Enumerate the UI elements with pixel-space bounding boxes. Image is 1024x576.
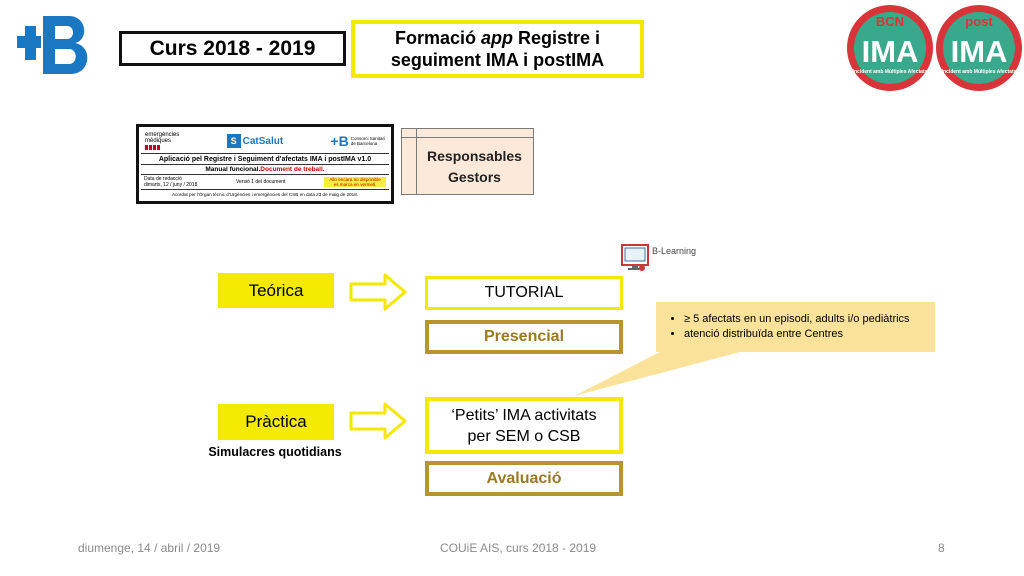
svg-text:IMA: IMA xyxy=(951,34,1008,69)
practica-label: Pràctica xyxy=(218,404,334,440)
responsables-label: Responsables xyxy=(427,148,522,164)
petits-ima-line1: ‘Petits’ IMA activitats xyxy=(451,406,597,424)
svg-text:IMA: IMA xyxy=(862,34,919,69)
manual-logos-row: emergències mèdiques S CatSalut +B Conso… xyxy=(141,129,389,154)
callout-box xyxy=(656,302,935,352)
petits-ima-line2: per SEM o CSB xyxy=(467,427,581,445)
footer-page-number: 8 xyxy=(938,541,945,555)
gestors-label: Gestors xyxy=(448,169,501,185)
manual-note: Allo encara no disponible es marca en ve… xyxy=(323,177,386,187)
manual-document-thumbnail: emergències mèdiques S CatSalut +B Conso… xyxy=(136,124,394,204)
manual-meta-row: Data de redacció dimarts, 12 / juny / 20… xyxy=(141,175,389,190)
callout-text: ≥ 5 afectats en un episodi, adults i/o p… xyxy=(656,302,935,352)
callout-item: ≥ 5 afectats en un episodi, adults i/o p… xyxy=(684,312,927,327)
responsables-box: Responsables Gestors xyxy=(401,128,534,195)
training-title-line2: seguiment IMA i postIMA xyxy=(390,50,605,70)
petits-ima-box: ‘Petits’ IMA activitats per SEM o CSB xyxy=(425,397,623,454)
emergencies-mediques-logo: emergències mèdiques xyxy=(145,132,179,150)
callout-item: atenció distribuïda entre Centres xyxy=(684,327,927,342)
svg-text:post: post xyxy=(965,14,993,29)
footer-course: COUiE AIS, curs 2018 - 2019 xyxy=(440,541,597,555)
presencial-box: Presencial xyxy=(425,320,623,354)
arrow-right-icon xyxy=(349,402,407,440)
course-year-box: Curs 2018 - 2019 xyxy=(119,31,346,66)
callout-pointer xyxy=(574,352,740,396)
manual-version: Versió 1 del document xyxy=(235,179,286,185)
arrow-right-icon xyxy=(349,273,407,311)
svg-text:Incident amb Múltiples Afectat: Incident amb Múltiples Afectats xyxy=(853,69,928,75)
simulacres-label: Simulacres quotidians xyxy=(208,445,342,459)
manual-date: Data de redacció dimarts, 12 / juny / 20… xyxy=(144,176,198,188)
avaluacio-box: Avaluació xyxy=(425,461,623,496)
manual-subtitle: Manual funcional. Document de treball. xyxy=(141,165,389,175)
b-learning-label: B-Learning xyxy=(652,246,697,256)
consorci-logo: +B Consorci Sanitari de Barcelona xyxy=(330,133,385,149)
footer-date: diumenge, 14 / abril / 2019 xyxy=(78,541,221,555)
barcelona-b-logo xyxy=(17,16,88,74)
training-title-box: Formació app Registre i seguiment IMA i … xyxy=(351,20,644,78)
manual-footer: Acordat per l'Òrgan tècnic d'Urgències i… xyxy=(171,192,359,197)
course-year-label: Curs 2018 - 2019 xyxy=(149,36,316,60)
svg-text:Incident amb Múltiples Afectat: Incident amb Múltiples Afectats xyxy=(942,69,1017,75)
teorica-label: Teórica xyxy=(218,273,334,308)
b-learning-monitor-icon xyxy=(621,244,649,271)
bcn-ima-logo: BCN IMA Incident amb Múltiples Afectats xyxy=(847,5,933,91)
svg-text:BCN: BCN xyxy=(876,14,904,29)
catsalut-logo: S CatSalut xyxy=(226,134,283,148)
training-title-line1: Formació app Registre i xyxy=(394,28,601,48)
tutorial-box: TUTORIAL xyxy=(425,276,623,310)
manual-title: Aplicació pel Registre i Seguiment d'afe… xyxy=(141,154,389,165)
post-ima-logo: post IMA Incident amb Múltiples Afectats xyxy=(936,5,1022,91)
